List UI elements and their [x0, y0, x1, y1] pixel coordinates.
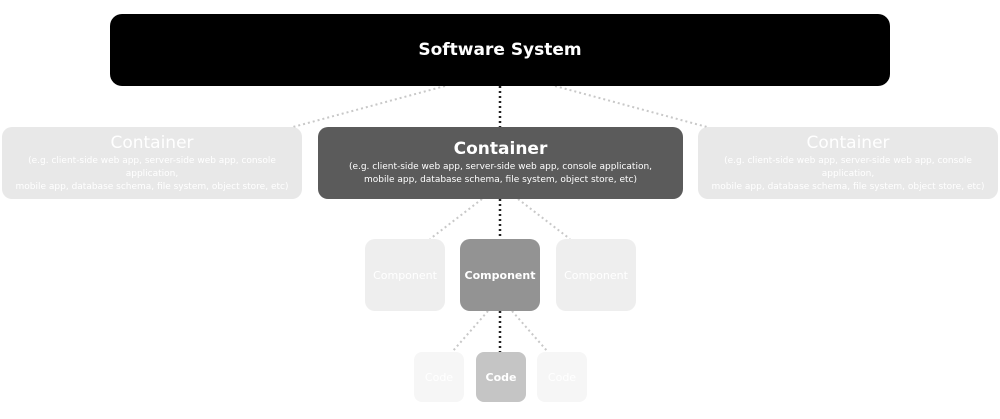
code-box-left: Code	[414, 352, 464, 402]
connector-system-to-container-right	[554, 85, 708, 128]
container-title: Container	[453, 139, 548, 159]
container-box-right: Container (e.g. client-side web app, ser…	[698, 127, 998, 199]
code-title: Code	[485, 370, 517, 384]
software-system-box: Software System	[110, 14, 890, 86]
software-system-title: Software System	[418, 40, 582, 60]
code-box-center: Code	[476, 352, 526, 402]
code-box-right: Code	[537, 352, 587, 402]
component-box-right: Component	[556, 239, 636, 311]
code-title: Code	[424, 370, 454, 384]
container-title: Container	[110, 132, 194, 153]
connector-container-to-component-right	[517, 198, 571, 240]
connector-component-to-code-right	[511, 310, 549, 353]
connector-component-to-code-left	[451, 310, 489, 353]
code-title: Code	[547, 370, 577, 384]
container-description: (e.g. client-side web app, server-side w…	[15, 155, 289, 192]
container-description: (e.g. client-side web app, server-side w…	[348, 162, 653, 185]
component-title: Component	[564, 268, 628, 282]
component-box-left: Component	[365, 239, 445, 311]
container-description: (e.g. client-side web app, server-side w…	[711, 155, 985, 192]
connector-system-to-container-left	[292, 85, 446, 128]
container-box-center: Container (e.g. client-side web app, ser…	[318, 127, 683, 199]
connector-container-to-component-left	[429, 198, 483, 240]
component-box-center: Component	[460, 239, 540, 311]
component-title: Component	[373, 268, 437, 282]
container-title: Container	[806, 132, 890, 153]
component-title: Component	[464, 268, 536, 282]
container-box-left: Container (e.g. client-side web app, ser…	[2, 127, 302, 199]
